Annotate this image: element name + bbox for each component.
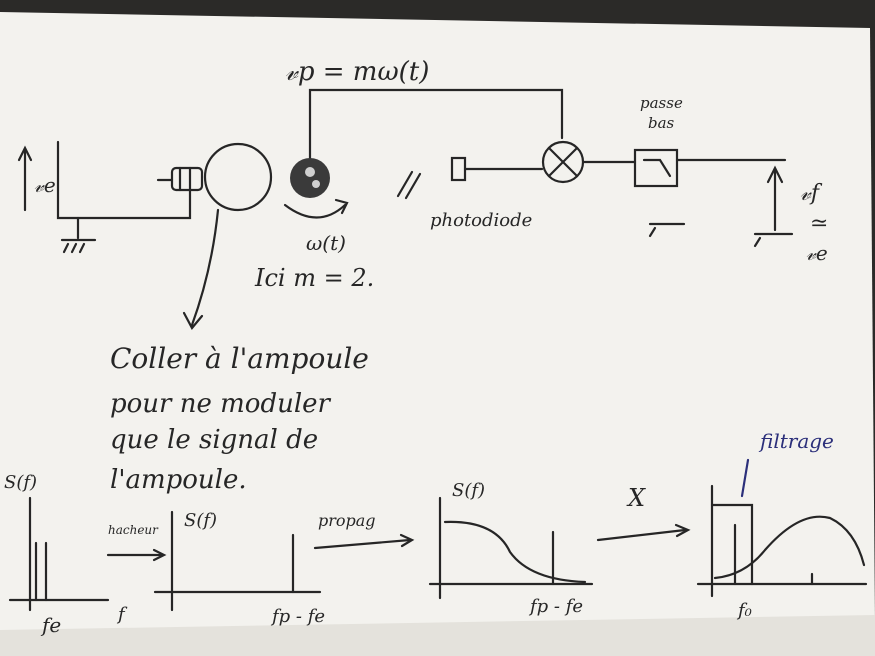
filter-box (710, 503, 754, 586)
note-line-1: Coller à l'ampoule (110, 342, 369, 375)
lowpass-curve (642, 158, 672, 178)
disk-hole-1 (305, 167, 315, 177)
passe-label: passe (640, 94, 683, 112)
spectrum1-s-label: S(f) (4, 472, 37, 493)
propag-label: propag (318, 511, 376, 530)
fe-label: fe (40, 613, 61, 637)
disk-hole-2 (312, 180, 320, 188)
spectrum4-curve (713, 515, 866, 580)
ground-hatch-left-2 (70, 242, 78, 254)
note-line-2: pour ne moduler (110, 389, 332, 419)
multiply-arrow-head (674, 523, 691, 538)
note-arrow-head (182, 311, 204, 330)
approx-label: ≃ (810, 211, 828, 236)
x-symbol: X (626, 484, 646, 512)
ve-bottom-label: 𝓋e (806, 241, 828, 265)
fp-fe-label-1: fp - fe (270, 606, 325, 627)
propag-arrow (313, 538, 412, 550)
photodiode-label: photodiode (430, 210, 532, 231)
filtrage-arrow (740, 458, 750, 498)
hacheur-label: hacheur (108, 523, 159, 537)
ground-hatch-left-3 (78, 242, 86, 254)
rotation-arrow-head (334, 198, 349, 215)
note-line-4: l'ampoule. (110, 465, 247, 495)
hacheur-arrow-head (152, 548, 167, 562)
separator-slash-2 (404, 172, 422, 200)
ground-hatch-left (62, 242, 70, 254)
note-arrow (190, 208, 220, 327)
bas-label: bas (648, 114, 675, 132)
vf-label: 𝓋f (800, 181, 823, 206)
spectrum2-s-label: S(f) (184, 510, 217, 531)
propag-arrow-head (399, 533, 415, 548)
multiplier-cross-2 (547, 146, 579, 178)
paper-shadow (0, 615, 875, 656)
omega-label: ω(t) (306, 231, 346, 255)
paper-sheet (0, 12, 875, 640)
ve-arrow-head (17, 145, 33, 162)
bulb-icon (203, 142, 273, 212)
note-line-3: que le signal de (110, 425, 318, 455)
multiply-arrow (596, 528, 687, 542)
ground-right-hatch (753, 236, 762, 248)
vp-wire (308, 88, 564, 162)
rotation-arrow (283, 203, 347, 219)
spectrum3-s-label: S(f) (452, 480, 485, 501)
ground-mid-hatch (648, 226, 657, 238)
spectrum3-curve (443, 520, 587, 584)
f0-label: f₀ (736, 600, 752, 621)
fp-fe-label-2: fp - fe (528, 596, 583, 617)
vf-arrow-head (766, 165, 784, 184)
ve-label: 𝓋e (34, 173, 56, 197)
source-wire (56, 140, 192, 220)
ici-m-label: Ici m = 2. (254, 264, 374, 292)
separator-slash-1 (396, 170, 414, 198)
rotating-disk-icon (290, 158, 330, 198)
filtrage-label: filtrage (758, 429, 834, 453)
vp-equation: 𝓋p = mω(t) (285, 57, 429, 87)
lowpass-filter-icon (633, 148, 679, 188)
